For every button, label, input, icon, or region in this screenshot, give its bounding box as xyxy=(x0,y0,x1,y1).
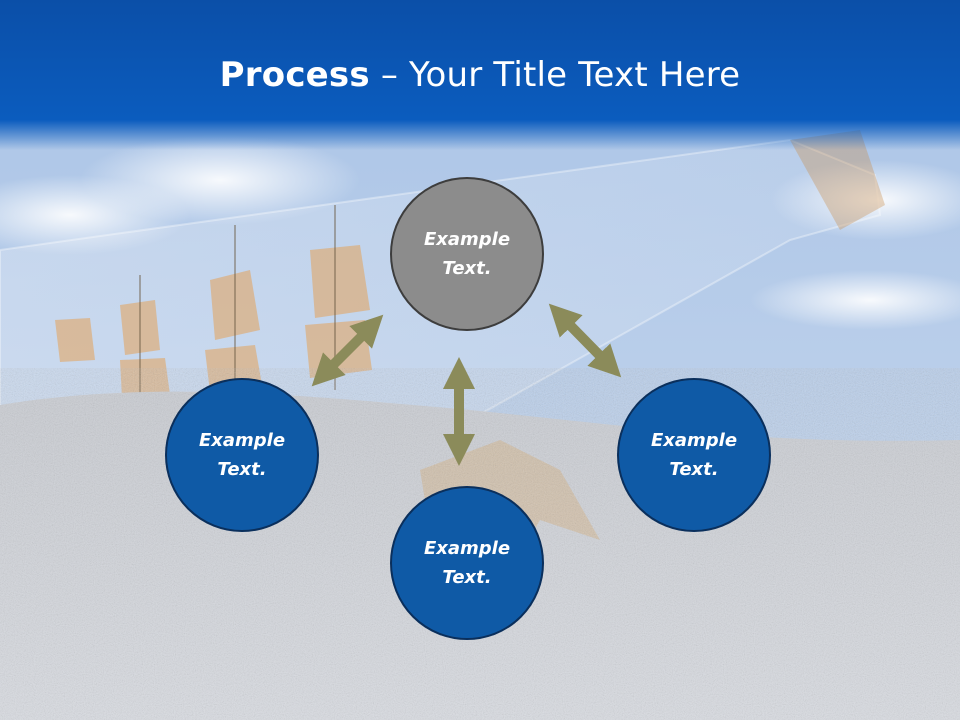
node-bottom: Example Text. xyxy=(390,486,544,640)
node-right-label: Example Text. xyxy=(634,426,754,484)
node-top-label: Example Text. xyxy=(407,225,527,283)
slide-title: Process – Your Title Text Here xyxy=(0,55,960,95)
node-top-line2: Text. xyxy=(442,258,492,279)
node-left: Example Text. xyxy=(165,378,319,532)
node-left-line2: Text. xyxy=(217,459,267,480)
title-bar xyxy=(0,0,960,150)
node-top-line1: Example xyxy=(423,229,511,250)
title-rest: Your Title Text Here xyxy=(409,55,741,95)
title-bold: Process xyxy=(219,55,370,95)
node-top: Example Text. xyxy=(390,177,544,331)
node-right-line2: Text. xyxy=(669,459,719,480)
node-left-line1: Example xyxy=(198,430,286,451)
node-right: Example Text. xyxy=(617,378,771,532)
node-bottom-line2: Text. xyxy=(442,567,492,588)
node-bottom-label: Example Text. xyxy=(407,534,527,592)
node-bottom-line1: Example xyxy=(423,538,511,559)
node-left-label: Example Text. xyxy=(182,426,302,484)
arrow-top-left xyxy=(311,314,384,387)
arrow-top-right xyxy=(548,303,622,378)
node-right-line1: Example xyxy=(650,430,738,451)
title-separator: – xyxy=(369,55,410,95)
